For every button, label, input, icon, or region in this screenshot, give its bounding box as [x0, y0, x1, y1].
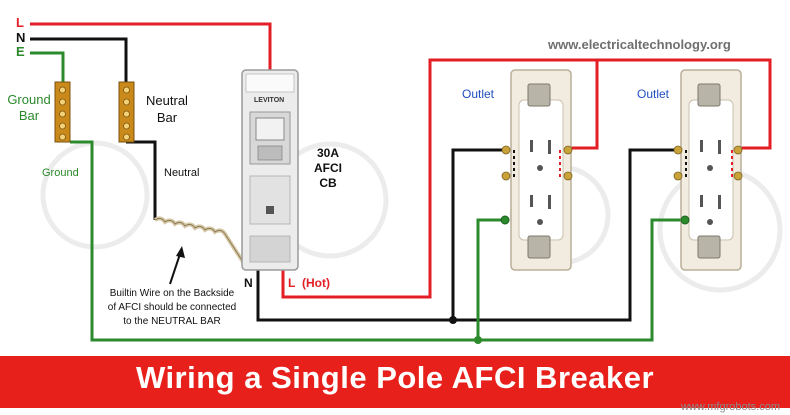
ground-bar: [54, 81, 71, 143]
breaker-rating-line-3: CB: [319, 176, 337, 190]
neutral-out-label: N: [244, 276, 253, 290]
ground-junction-dot: [474, 336, 482, 344]
outlet-2: [673, 69, 743, 271]
breaker-rating-line-2: AFCI: [314, 161, 342, 175]
afci-breaker: [241, 69, 299, 271]
pigtail-note-line-1: Builtin Wire on the Backside: [109, 288, 235, 299]
breaker-rating: 30A AFCI CB: [311, 146, 345, 191]
supply-line-label: L: [16, 15, 24, 30]
neutral-wires: [30, 37, 680, 322]
watermark: www.mfgrobots.com: [680, 401, 780, 413]
breaker-brand-label: LEVITON: [254, 97, 285, 104]
note-arrow: [169, 246, 185, 285]
pigtail-note-line-2: of AFCI should be connected: [107, 302, 237, 313]
supply-earth-label: E: [16, 44, 25, 59]
pigtail-note-line-3: to the NEUTRAL BAR: [123, 316, 221, 327]
neutral-pigtail-coil: [153, 216, 247, 267]
outlet-1-label: Outlet: [462, 87, 495, 101]
neutral-bar-label: Neutral Bar: [146, 93, 188, 125]
outlet-1: [500, 69, 573, 271]
website-label: www.electricaltechnology.org: [548, 37, 731, 52]
page-title: Wiring a Single Pole AFCI Breaker: [135, 360, 655, 395]
outlet-2-label: Outlet: [637, 87, 670, 101]
hot-out-note: (Hot): [302, 276, 330, 290]
ground-wire-label: Ground: [42, 167, 79, 179]
ground-wires: [30, 51, 685, 342]
title-banner: [0, 356, 790, 408]
hot-wires: [30, 22, 772, 299]
neutral-bar: [118, 81, 135, 143]
supply-neutral-label: N: [16, 30, 26, 45]
neutral-junction-dot: [449, 316, 457, 324]
breaker-rating-line-1: 30A: [316, 146, 339, 160]
pigtail-note: Builtin Wire on the Backside of AFCI sho…: [88, 287, 256, 329]
ground-bar-label: Ground Bar: [7, 92, 51, 123]
hot-out-label: L: [288, 276, 296, 290]
neutral-wire-label: Neutral: [164, 167, 200, 179]
